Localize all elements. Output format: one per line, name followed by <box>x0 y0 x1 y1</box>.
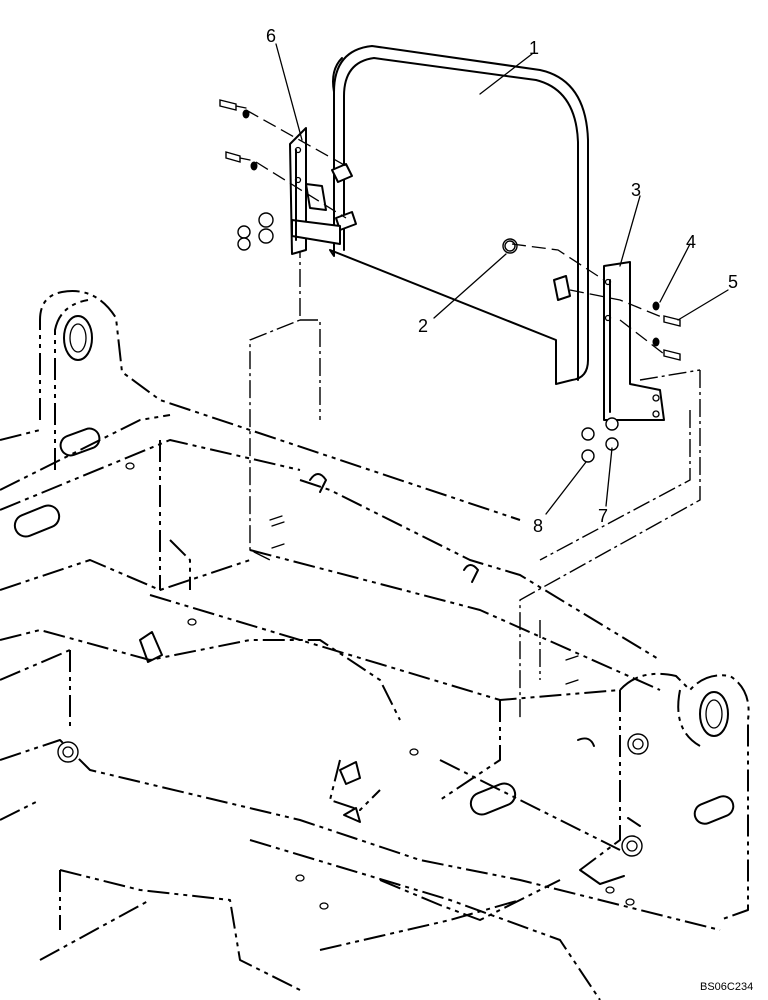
callout-5: 5 <box>728 272 738 292</box>
callout-7: 7 <box>598 506 608 526</box>
callout-6: 6 <box>266 26 276 46</box>
shield-panel-part-1 <box>329 45 589 385</box>
callout-2: 2 <box>418 316 428 336</box>
bracket-right-part-3 <box>603 261 665 421</box>
assembly-guide-lines <box>249 240 701 720</box>
callout-labels: 1 2 3 4 5 6 7 8 <box>266 26 738 536</box>
callout-8: 8 <box>533 516 543 536</box>
callout-3: 3 <box>631 180 641 200</box>
callout-1: 1 <box>529 38 539 58</box>
drawing-reference-code: BS06C234 <box>700 981 753 993</box>
callout-4: 4 <box>686 232 696 252</box>
loader-frame-phantom <box>0 290 750 1000</box>
callout-leaders <box>275 43 729 515</box>
hardware-fasteners <box>219 99 681 463</box>
bracket-left-part-6 <box>289 127 341 255</box>
